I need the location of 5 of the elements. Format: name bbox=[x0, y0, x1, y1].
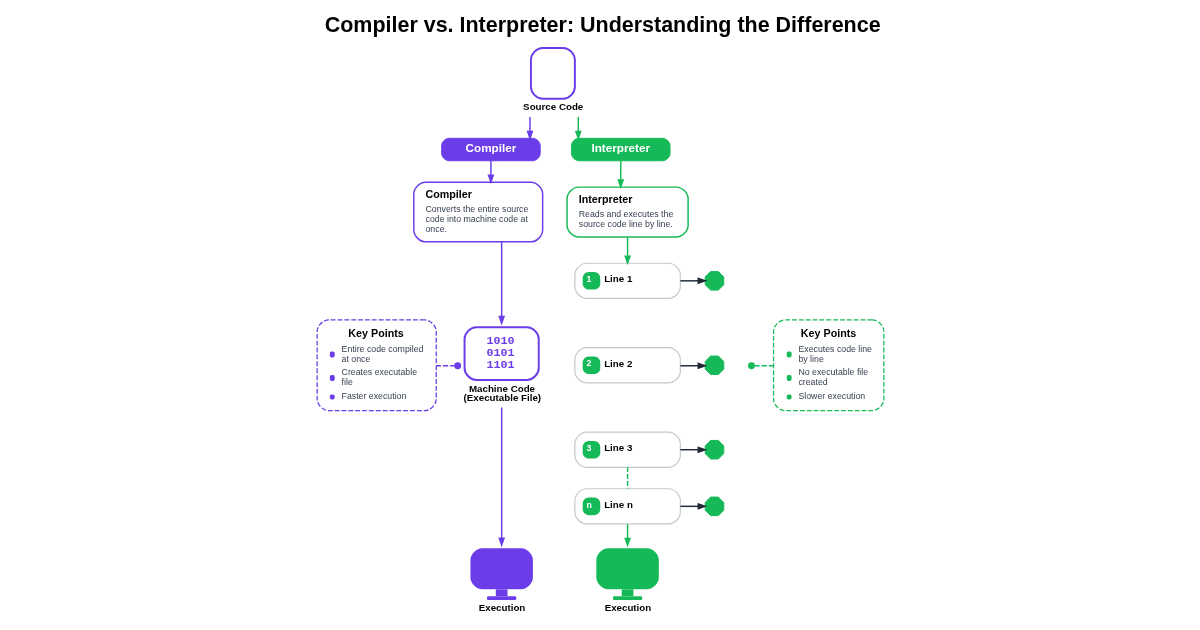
node-label: Source Code bbox=[522, 101, 583, 113]
node-label: Execution bbox=[604, 601, 651, 613]
node-label: Machine Code (Executable File) bbox=[463, 382, 541, 404]
node-label: Execution bbox=[478, 601, 525, 613]
diagram-title: Compiler vs. Interpreter: Understanding the Difference bbox=[324, 13, 881, 38]
